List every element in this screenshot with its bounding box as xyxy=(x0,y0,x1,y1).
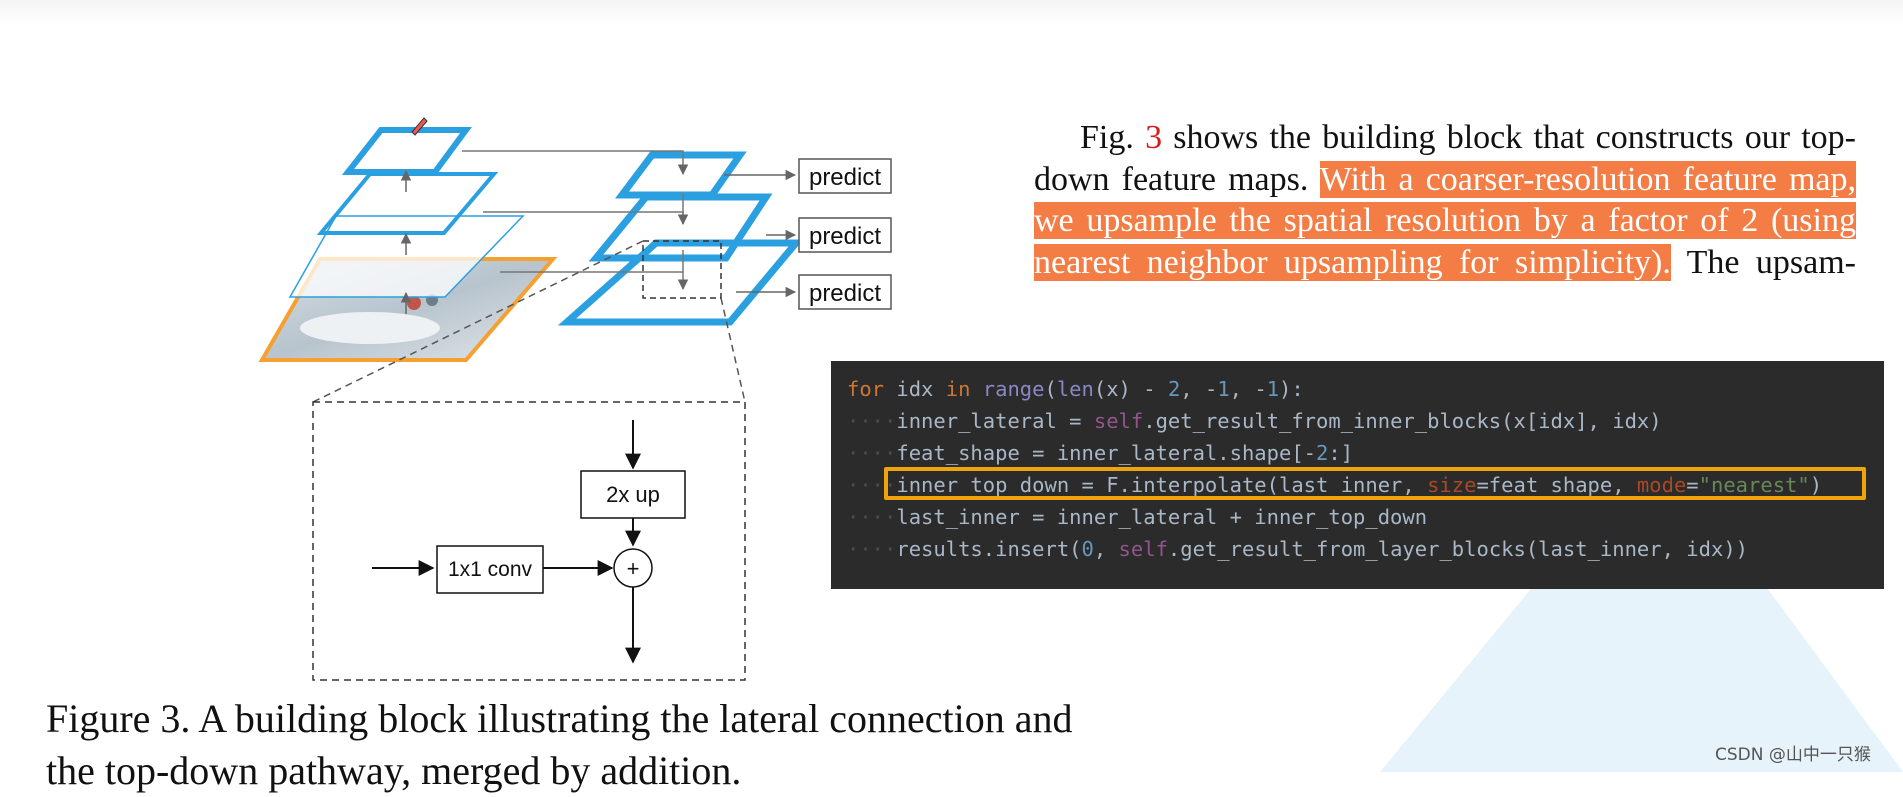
figure-3-diagram: predict predict predict 2x up 1x1 conv + xyxy=(258,117,892,681)
figure-caption: Figure 3. A building block illustrating … xyxy=(46,693,1126,797)
conv-label: 1x1 conv xyxy=(448,558,533,581)
code-line-4: ····inner_top_down = F.interpolate(last_… xyxy=(847,473,1823,497)
paragraph-line-2: down feature maps. With a coarser-resolu… xyxy=(1034,159,1857,201)
line1-prefix: Fig. xyxy=(1080,119,1146,156)
caption-line-2: the top-down pathway, merged by addition… xyxy=(46,748,742,793)
predict-label-1: predict xyxy=(809,164,881,191)
upsample-box: 2x up xyxy=(580,470,686,519)
pen-cursor-icon xyxy=(411,117,428,136)
conv-box: 1x1 conv xyxy=(436,545,544,594)
plus-symbol: + xyxy=(627,556,640,581)
body-paragraph: Fig. 3 shows the building block that con… xyxy=(1034,117,1857,284)
predict-label-3: predict xyxy=(809,280,881,307)
building-block-detail xyxy=(312,401,746,681)
code-line-2: ····inner_lateral = self.get_result_from… xyxy=(847,409,1662,433)
code-line-1: for idx in range(len(x) - 2, -1, -1): xyxy=(847,377,1304,401)
csdn-watermark: CSDN @山中一只猴 xyxy=(1715,745,1871,765)
caption-line-1: Figure 3. A building block illustrating … xyxy=(46,696,1073,741)
highlighted-text-3: nearest neighbor upsampling for simplici… xyxy=(1034,243,1671,281)
viewer-top-bar xyxy=(0,0,1903,26)
watermark-triangle xyxy=(1380,470,1903,772)
feature-map-layer-3 xyxy=(341,127,472,175)
code-screenshot: for idx in range(len(x) - 2, -1, -1): ··… xyxy=(831,361,1884,589)
top-down-map-3 xyxy=(557,239,804,326)
paragraph-line-1: Fig. 3 shows the building block that con… xyxy=(1034,117,1856,159)
code-line-3: ····feat_shape = inner_lateral.shape[-2:… xyxy=(847,441,1354,465)
code-highlight-box xyxy=(884,467,1866,500)
line4-plain: The upsam- xyxy=(1670,243,1856,281)
highlighted-text-1: With a coarser-resolution feature map, xyxy=(1319,160,1857,198)
line2-plain: down feature maps. xyxy=(1034,160,1320,198)
code-line-5: ····last_inner = inner_lateral + inner_t… xyxy=(847,505,1428,529)
paragraph-line-3: we upsample the spatial resolution by a … xyxy=(1034,200,1856,242)
top-down-map-1 xyxy=(615,151,747,199)
feature-map-layer-2 xyxy=(316,172,499,235)
predict-box-1: predict xyxy=(798,158,892,194)
predict-label-2: predict xyxy=(809,223,881,250)
line1-suffix: shows the building block that constructs… xyxy=(1162,119,1856,156)
detail-region-marker xyxy=(642,240,722,299)
paragraph-line-4: nearest neighbor upsampling for simplici… xyxy=(1034,242,1856,284)
highlighted-text-2: we upsample the spatial resolution by a … xyxy=(1034,202,1856,239)
code-line-6: ····results.insert(0, self.get_result_fr… xyxy=(847,537,1748,561)
addition-node: + xyxy=(613,548,653,588)
upsample-label: 2x up xyxy=(606,482,660,507)
figure-reference-link[interactable]: 3 xyxy=(1145,119,1163,156)
predict-box-3: predict xyxy=(798,274,892,310)
top-down-map-2 xyxy=(588,193,773,262)
predict-box-2: predict xyxy=(798,217,892,253)
